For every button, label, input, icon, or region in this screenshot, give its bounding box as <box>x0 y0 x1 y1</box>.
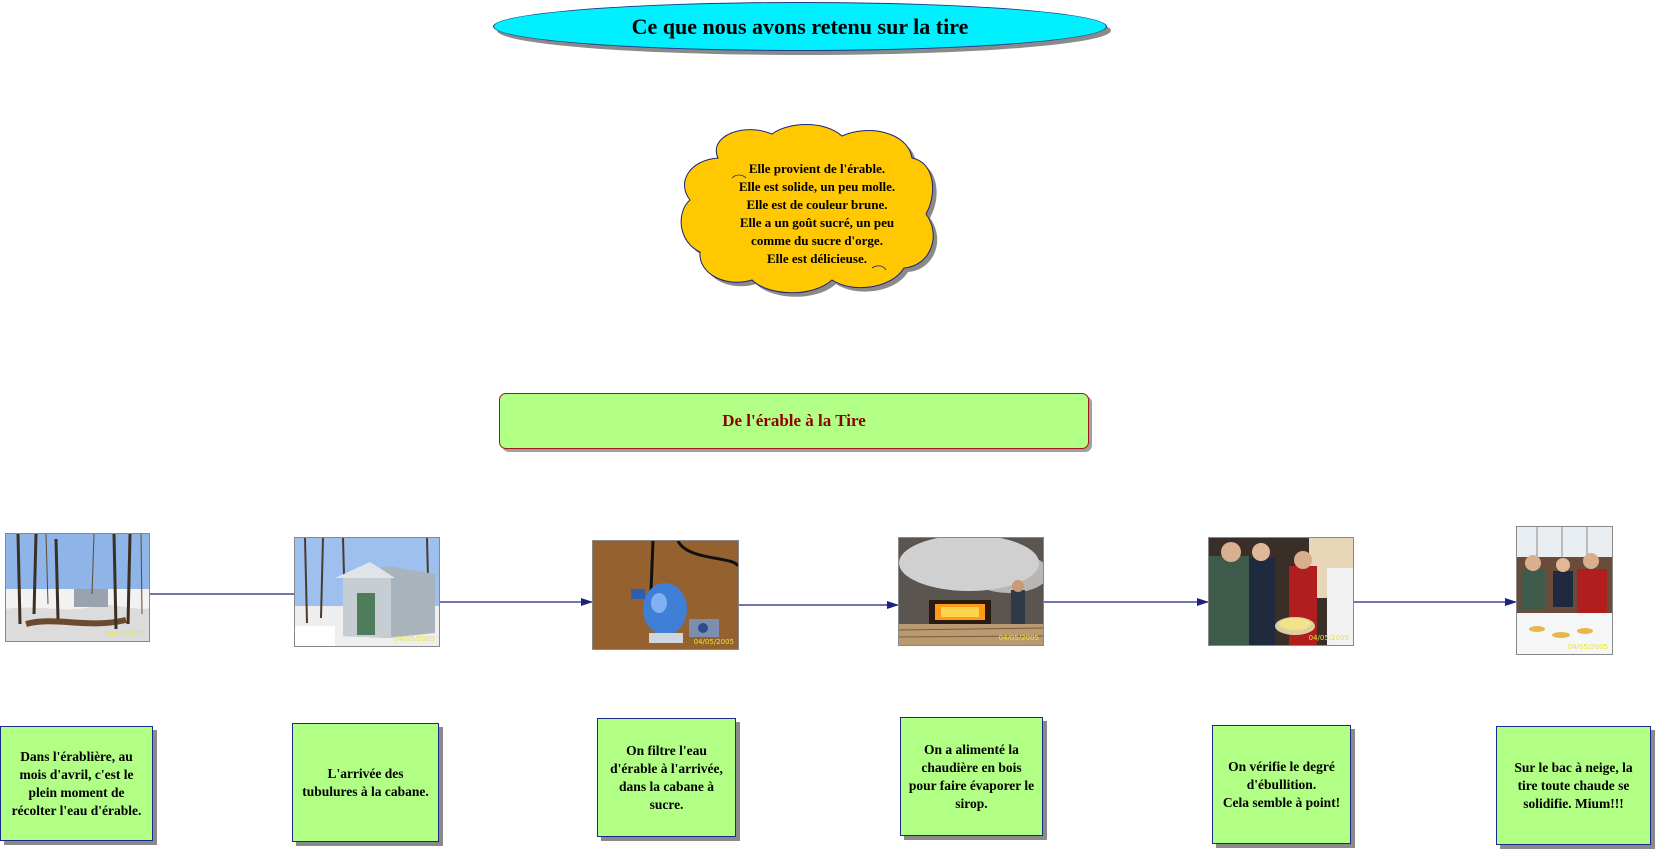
step-line: plein moment de <box>28 784 125 800</box>
cloud-line: Elle a un goût sucré, un peu <box>739 215 895 230</box>
section-title-box: De l'érable à la Tire <box>499 393 1089 449</box>
cloud-shape <box>680 124 938 297</box>
step-text: On filtre l'eau d'érable à l'arrivée, da… <box>610 742 723 814</box>
cloud-line: comme du sucre d'orge. <box>751 233 883 248</box>
cloud-line: Elle est de couleur brune. <box>746 197 888 212</box>
step-line: On vérifie le degré <box>1228 758 1335 774</box>
step-line: sirop. <box>955 795 988 811</box>
erabliere-snow-photo: 04/05/2005 <box>5 533 150 642</box>
photo-date: 04/05/2005 <box>998 634 1039 642</box>
step-line: récolter l'eau d'érable. <box>11 802 142 818</box>
step-box-4: On a alimenté la chaudière en bois pour … <box>900 717 1043 836</box>
diagram-title-text: Ce que nous avons retenu sur la tire <box>631 13 969 39</box>
step-line: chaudière en bois <box>921 759 1022 775</box>
step-text: L'arrivée des tubulures à la cabane. <box>302 765 429 801</box>
summary-cloud: Elle provient de l'érable. Elle est soli… <box>672 118 962 303</box>
step-line: solidifie. Mium!!! <box>1523 795 1624 811</box>
step-line: tire toute chaude se <box>1517 777 1630 793</box>
filtre-eau-photo: 04/05/2005 <box>592 540 739 650</box>
step-line: Cela semble à point! <box>1222 794 1341 810</box>
photo-date: 04/05/2005 <box>693 638 734 646</box>
section-title: De l'érable à la Tire <box>722 411 866 430</box>
step-text: Sur le bac à neige, la tire toute chaude… <box>1514 759 1632 813</box>
step-line: L'arrivée des <box>327 765 404 781</box>
step-text: On a alimenté la chaudière en bois pour … <box>909 741 1034 813</box>
ebullition-photo: 04/05/2005 <box>1208 537 1354 646</box>
cabane-shed-photo: 04/05/2005 <box>294 537 440 647</box>
cloud-line: Elle est délicieuse. <box>766 251 867 266</box>
step-box-1: Dans l'érablière, au mois d'avril, c'est… <box>0 726 153 841</box>
photo-date: 04/05/2005 <box>104 630 145 638</box>
step-line: d'érable à l'arrivée, <box>610 760 723 776</box>
step-line: mois d'avril, c'est le <box>19 766 134 782</box>
step-line: On a alimenté la <box>924 741 1019 757</box>
step-line: On filtre l'eau <box>626 742 707 758</box>
step-line: sucre. <box>649 796 684 812</box>
step-line: tubulures à la cabane. <box>302 783 429 799</box>
step-box-2: L'arrivée des tubulures à la cabane. <box>292 723 439 842</box>
step-line: pour faire évaporer le <box>908 777 1035 793</box>
chaudiere-feu-photo: 04/05/2005 <box>898 537 1044 646</box>
step-line: dans la cabane à <box>619 778 714 794</box>
step-box-5: On vérifie le degré d'ébullition. Cela s… <box>1212 725 1351 844</box>
step-box-3: On filtre l'eau d'érable à l'arrivée, da… <box>597 718 736 837</box>
step-text: Dans l'érablière, au mois d'avril, c'est… <box>12 748 142 820</box>
photo-date: 04/05/2005 <box>394 635 435 643</box>
photo-date: 04/05/2005 <box>1567 643 1608 651</box>
photo-date: 04/05/2005 <box>1308 634 1349 642</box>
diagram-title: Ce que nous avons retenu sur la tire <box>493 2 1107 51</box>
step-line: d'ébullition. <box>1246 776 1317 792</box>
step-line: Dans l'érablière, au <box>20 748 133 764</box>
cloud-text: Elle provient de l'érable. Elle est soli… <box>702 160 932 268</box>
step-line: Sur le bac à neige, la <box>1514 759 1633 775</box>
tire-neige-photo: 04/05/2005 <box>1516 526 1613 655</box>
step-box-6: Sur le bac à neige, la tire toute chaude… <box>1496 726 1651 845</box>
cloud-line: Elle provient de l'érable. <box>748 161 886 176</box>
cloud-line: Elle est solide, un peu molle. <box>738 179 896 194</box>
step-text: On vérifie le degré d'ébullition. Cela s… <box>1223 758 1340 812</box>
